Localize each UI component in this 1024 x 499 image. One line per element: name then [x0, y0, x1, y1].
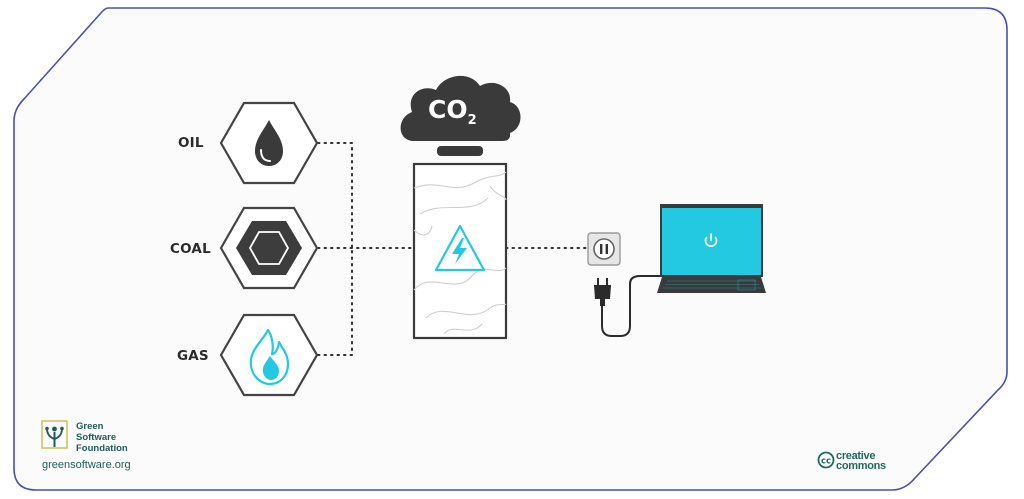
high-voltage-icon [434, 224, 486, 272]
power-cable [601, 275, 662, 337]
coal-hexagon-icon [236, 221, 302, 275]
co2-formula-main: CO [428, 95, 468, 124]
cc-text-line-1: creative [836, 450, 876, 462]
co2-cloud: CO2 [400, 75, 521, 141]
co2-formula: CO2 [428, 95, 477, 128]
gsf-logo-line-2: Software [76, 432, 117, 443]
gsf-website-link[interactable]: greensoftware.org [42, 459, 131, 471]
co2-formula-sub: 2 [468, 113, 477, 128]
gas-label: GAS [177, 348, 209, 364]
oil-connector [317, 142, 353, 249]
laptop-keys [663, 280, 761, 289]
power-plant-tower [412, 162, 508, 340]
oil-label: OIL [178, 135, 204, 151]
cloud-base-bar [437, 146, 483, 156]
gsf-logo-line-3: Foundation [76, 443, 128, 454]
gas-source-hexagon [219, 313, 319, 397]
cc-text-line-2: commons [836, 460, 886, 472]
card-frame [13, 7, 1008, 491]
coal-source-hexagon [219, 206, 319, 290]
cc-badge-icon: cc [817, 451, 835, 469]
gsf-logo-line-1: Green [76, 421, 104, 432]
svg-text:cc: cc [821, 457, 831, 467]
power-plug [594, 278, 611, 306]
connector-lines [317, 142, 589, 356]
gas-connector [317, 247, 353, 356]
laptop [657, 204, 766, 293]
oil-drop-icon [255, 120, 283, 166]
power-icon [704, 233, 718, 247]
oil-source-hexagon [219, 101, 319, 185]
laptop-keyboard-base [657, 277, 766, 293]
coal-label: COAL [170, 241, 211, 257]
gas-flame-icon [249, 328, 290, 386]
gsf-logo-mark [41, 420, 68, 449]
laptop-screen [662, 208, 761, 275]
wall-outlet [587, 232, 621, 266]
